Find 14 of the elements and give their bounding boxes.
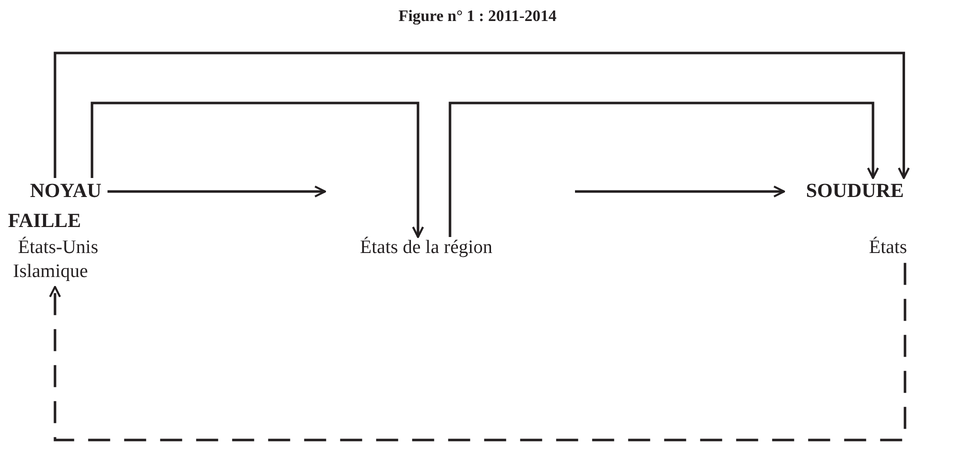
arrow bbox=[575, 186, 785, 198]
region-label: États de la région bbox=[360, 237, 492, 259]
region-label: Islamique bbox=[13, 261, 88, 283]
arrow bbox=[54, 52, 910, 179]
figure-title: Figure n° 1 : 2011-2014 bbox=[397, 8, 558, 26]
arrow bbox=[90, 102, 424, 238]
heading-label: SOUDURE bbox=[806, 180, 904, 203]
region-label: États-Unis bbox=[18, 237, 98, 259]
heading-label: NOYAU bbox=[30, 180, 102, 203]
arrow bbox=[108, 186, 326, 198]
dashed-arrow bbox=[49, 262, 906, 442]
arrow bbox=[448, 102, 879, 237]
region-label: États bbox=[869, 237, 907, 259]
heading-label: FAILLE bbox=[8, 210, 81, 233]
